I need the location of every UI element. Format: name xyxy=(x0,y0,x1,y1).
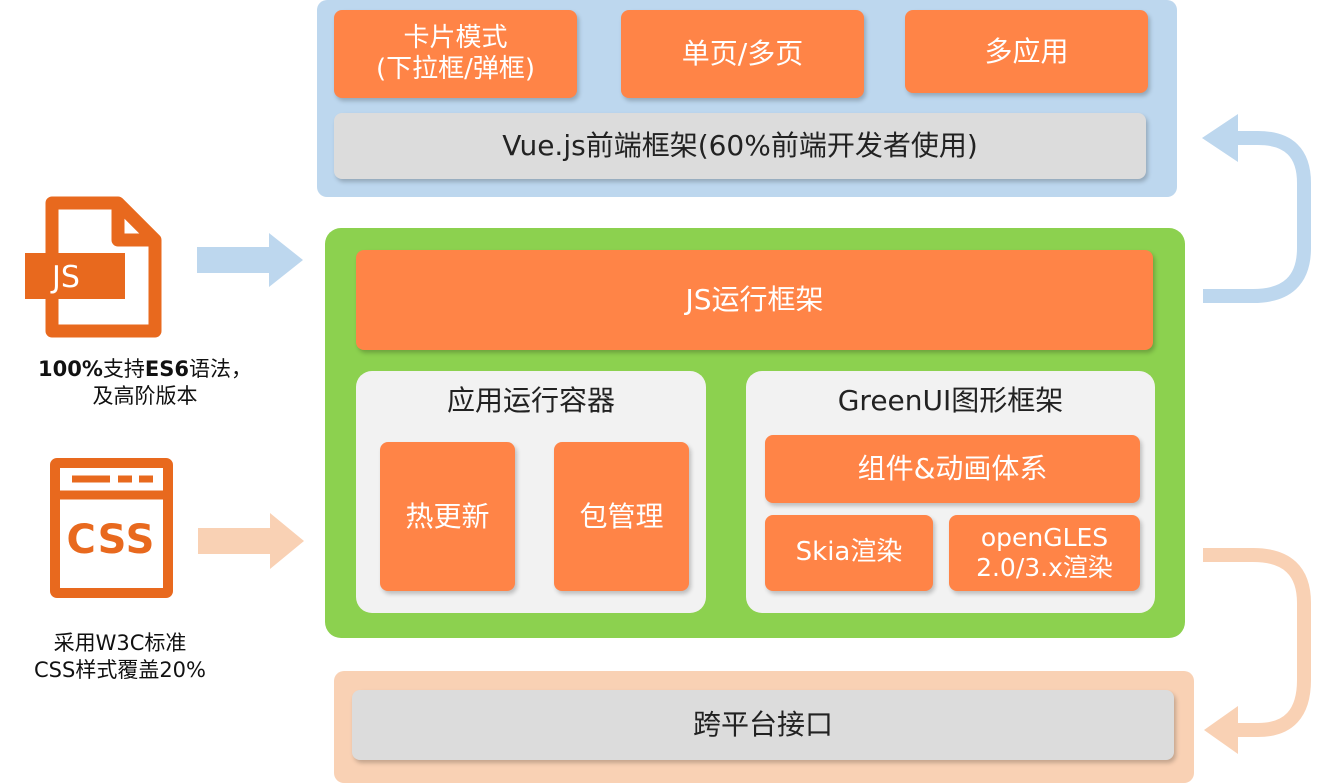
js-input-arrow xyxy=(197,233,307,287)
cross-platform-interface-box: 跨平台接口 xyxy=(352,690,1174,760)
card-mode-box: 卡片模式 (下拉框/弹框) xyxy=(334,10,577,98)
hot-update-box: 热更新 xyxy=(380,442,515,591)
css-window-icon xyxy=(40,455,180,605)
opengles-render-box: openGLES 2.0/3.x渲染 xyxy=(949,515,1140,591)
css-caption: 采用W3C标准 CSS样式覆盖20% xyxy=(0,630,240,685)
js-caption-es6: ES6 xyxy=(144,357,189,381)
js-caption-syntax: 语法， xyxy=(188,357,252,381)
vue-framework-box: Vue.js前端框架(60%前端开发者使用) xyxy=(334,113,1146,179)
js-runtime-box: JS运行框架 xyxy=(356,250,1153,350)
package-manager-box: 包管理 xyxy=(554,442,689,591)
css-icon-label: CSS xyxy=(66,517,156,563)
feedback-arrow-down xyxy=(1198,545,1318,755)
js-caption-support: 支持 xyxy=(102,357,145,381)
js-caption: 100%支持ES6语法， 及高阶版本 xyxy=(0,356,290,411)
css-caption-line2: CSS样式覆盖20% xyxy=(34,658,206,683)
css-caption-line1: 采用W3C标准 xyxy=(53,631,187,655)
greenui-title: GreenUI图形框架 xyxy=(837,384,1064,417)
js-caption-percent: 100% xyxy=(38,357,103,381)
js-icon-label: JS xyxy=(52,260,80,295)
feedback-arrow-up xyxy=(1198,108,1318,308)
skia-render-box: Skia渲染 xyxy=(765,515,933,591)
css-input-arrow xyxy=(198,513,308,569)
js-file-icon xyxy=(20,193,170,343)
multi-app-box: 多应用 xyxy=(905,10,1148,93)
app-container-title: 应用运行容器 xyxy=(446,384,615,417)
components-animation-box: 组件&动画体系 xyxy=(765,435,1140,503)
single-multi-page-box: 单页/多页 xyxy=(621,10,864,98)
js-caption-line2: 及高阶版本 xyxy=(92,384,198,409)
